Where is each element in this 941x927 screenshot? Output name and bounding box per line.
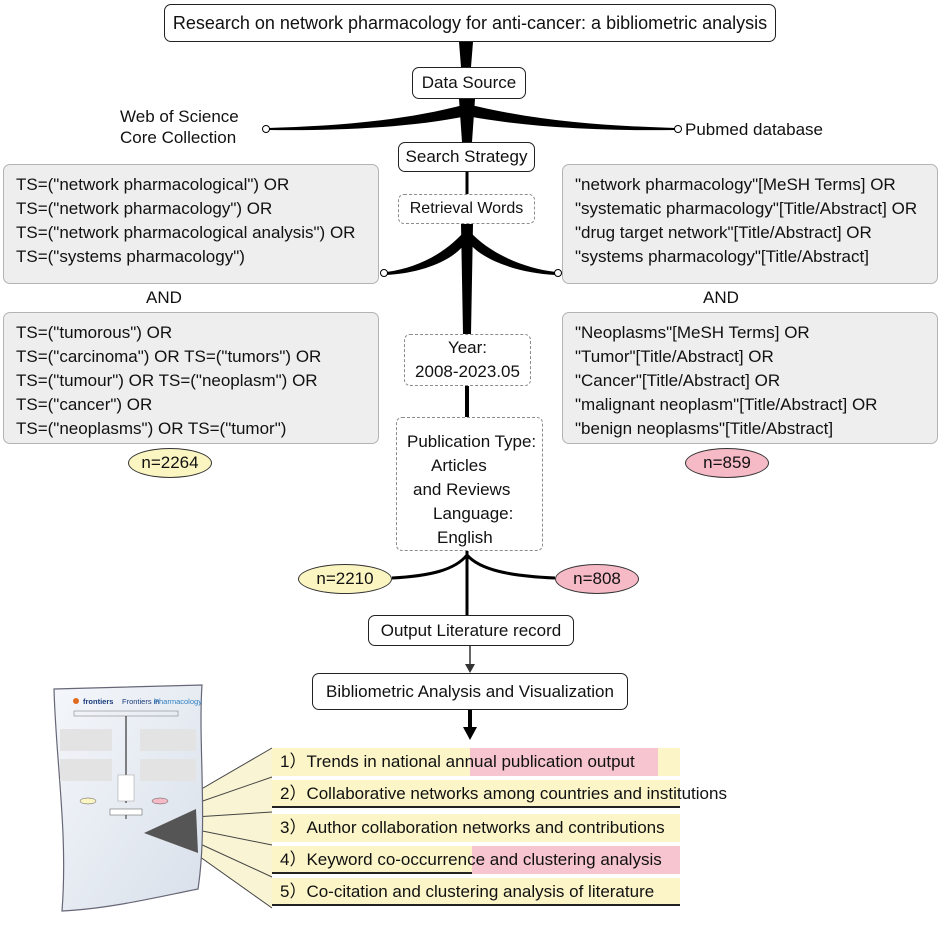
pubtype-line: and Reviews xyxy=(413,480,511,499)
query-line: "drug target network"[Title/Abstract] OR xyxy=(575,223,872,242)
wos-cancer-query: TS=("tumorous") OR TS=("carcinoma") OR T… xyxy=(3,312,379,444)
diagram-title: Research on network pharmacology for ant… xyxy=(164,4,776,42)
query-line: "Cancer"[Title/Abstract] OR xyxy=(575,371,781,390)
query-line: TS=("network pharmacological") OR xyxy=(16,175,290,194)
query-line: TS=("tumorous") OR xyxy=(16,323,173,342)
wos-source-label: Web of Science Core Collection xyxy=(120,107,239,147)
wos-count-badge: n=2264 xyxy=(128,448,212,478)
journal-brand: frontiers xyxy=(83,697,113,706)
query-line: TS=("cancer") OR xyxy=(16,395,153,414)
query-line: "Tumor"[Title/Abstract] OR xyxy=(575,347,774,366)
wos-filtered-count-badge: n=2210 xyxy=(298,564,392,594)
query-line: TS=("neoplasms") OR TS=("tumor") xyxy=(16,419,287,438)
query-line: "systematic pharmacology"[Title/Abstract… xyxy=(575,199,918,218)
analysis-item-2: 2）Collaborative networks among countries… xyxy=(272,780,727,808)
bibliometric-analysis-node: Bibliometric Analysis and Visualization xyxy=(312,673,628,710)
pubmed-count-badge: n=859 xyxy=(685,448,769,478)
query-line: TS=("systems pharmacology") xyxy=(16,247,245,266)
journal-name-prefix: Frontiers in xyxy=(122,697,160,706)
query-line: TS=("network pharmacology") OR xyxy=(16,199,273,218)
query-line: "systems pharmacology"[Title/Abstract] xyxy=(575,247,869,266)
query-line: "malignant neoplasm"[Title/Abstract] OR xyxy=(575,395,878,414)
year-label: Year: xyxy=(447,338,488,357)
pubmed-filtered-count-badge: n=808 xyxy=(555,564,639,594)
analysis-item-4: 4）Keyword co-occurrence and clustering a… xyxy=(272,846,680,874)
pubmed-cancer-query: "Neoplasms"[MeSH Terms] OR "Tumor"[Title… xyxy=(562,312,938,444)
pubtype-line: Language: xyxy=(433,504,514,523)
output-record-node: Output Literature record xyxy=(368,615,574,646)
pubtype-line: Publication Type: xyxy=(407,432,537,451)
search-strategy-node: Search Strategy xyxy=(398,142,535,172)
query-line: TS=("carcinoma") OR TS=("tumors") OR xyxy=(16,347,322,366)
query-line: "network pharmacology"[MeSH Terms] OR xyxy=(575,175,896,194)
pubmed-source-label: Pubmed database xyxy=(685,120,823,139)
journal-name-suffix: Pharmacology xyxy=(154,697,202,706)
query-line: "benign neoplasms"[Title/Abstract] xyxy=(575,419,834,438)
publication-type-node: Publication Type: Articles and Reviews L… xyxy=(396,417,543,551)
pubmed-topic-query: "network pharmacology"[MeSH Terms] OR "s… xyxy=(562,164,938,284)
analysis-item-3: 3）Author collaboration networks and cont… xyxy=(272,814,680,842)
pubtype-line: English xyxy=(437,528,493,547)
year-filter-node: Year: 2008-2023.05 xyxy=(404,334,531,386)
wos-and-operator: AND xyxy=(146,288,182,307)
pubtype-line: Articles xyxy=(431,456,487,475)
retrieval-words-node: Retrieval Words xyxy=(398,194,535,224)
year-range: 2008-2023.05 xyxy=(415,362,520,381)
wos-topic-query: TS=("network pharmacological") OR TS=("n… xyxy=(3,164,379,284)
paper-illustration: frontiers Frontiers in Pharmacology xyxy=(53,684,204,912)
query-line: "Neoplasms"[MeSH Terms] OR xyxy=(575,323,810,342)
query-line: TS=("network pharmacological analysis") … xyxy=(16,223,356,242)
paper-thumbnail: frontiers Frontiers in Pharmacology xyxy=(48,683,216,913)
analysis-item-5: 5）Co-citation and clustering analysis of… xyxy=(272,878,680,906)
pubmed-and-operator: AND xyxy=(703,288,739,307)
query-line: TS=("tumour") OR TS=("neoplasm") OR xyxy=(16,371,318,390)
analysis-item-1: 1）Trends in national annual publication … xyxy=(272,748,680,776)
data-source-node: Data Source xyxy=(412,67,526,99)
